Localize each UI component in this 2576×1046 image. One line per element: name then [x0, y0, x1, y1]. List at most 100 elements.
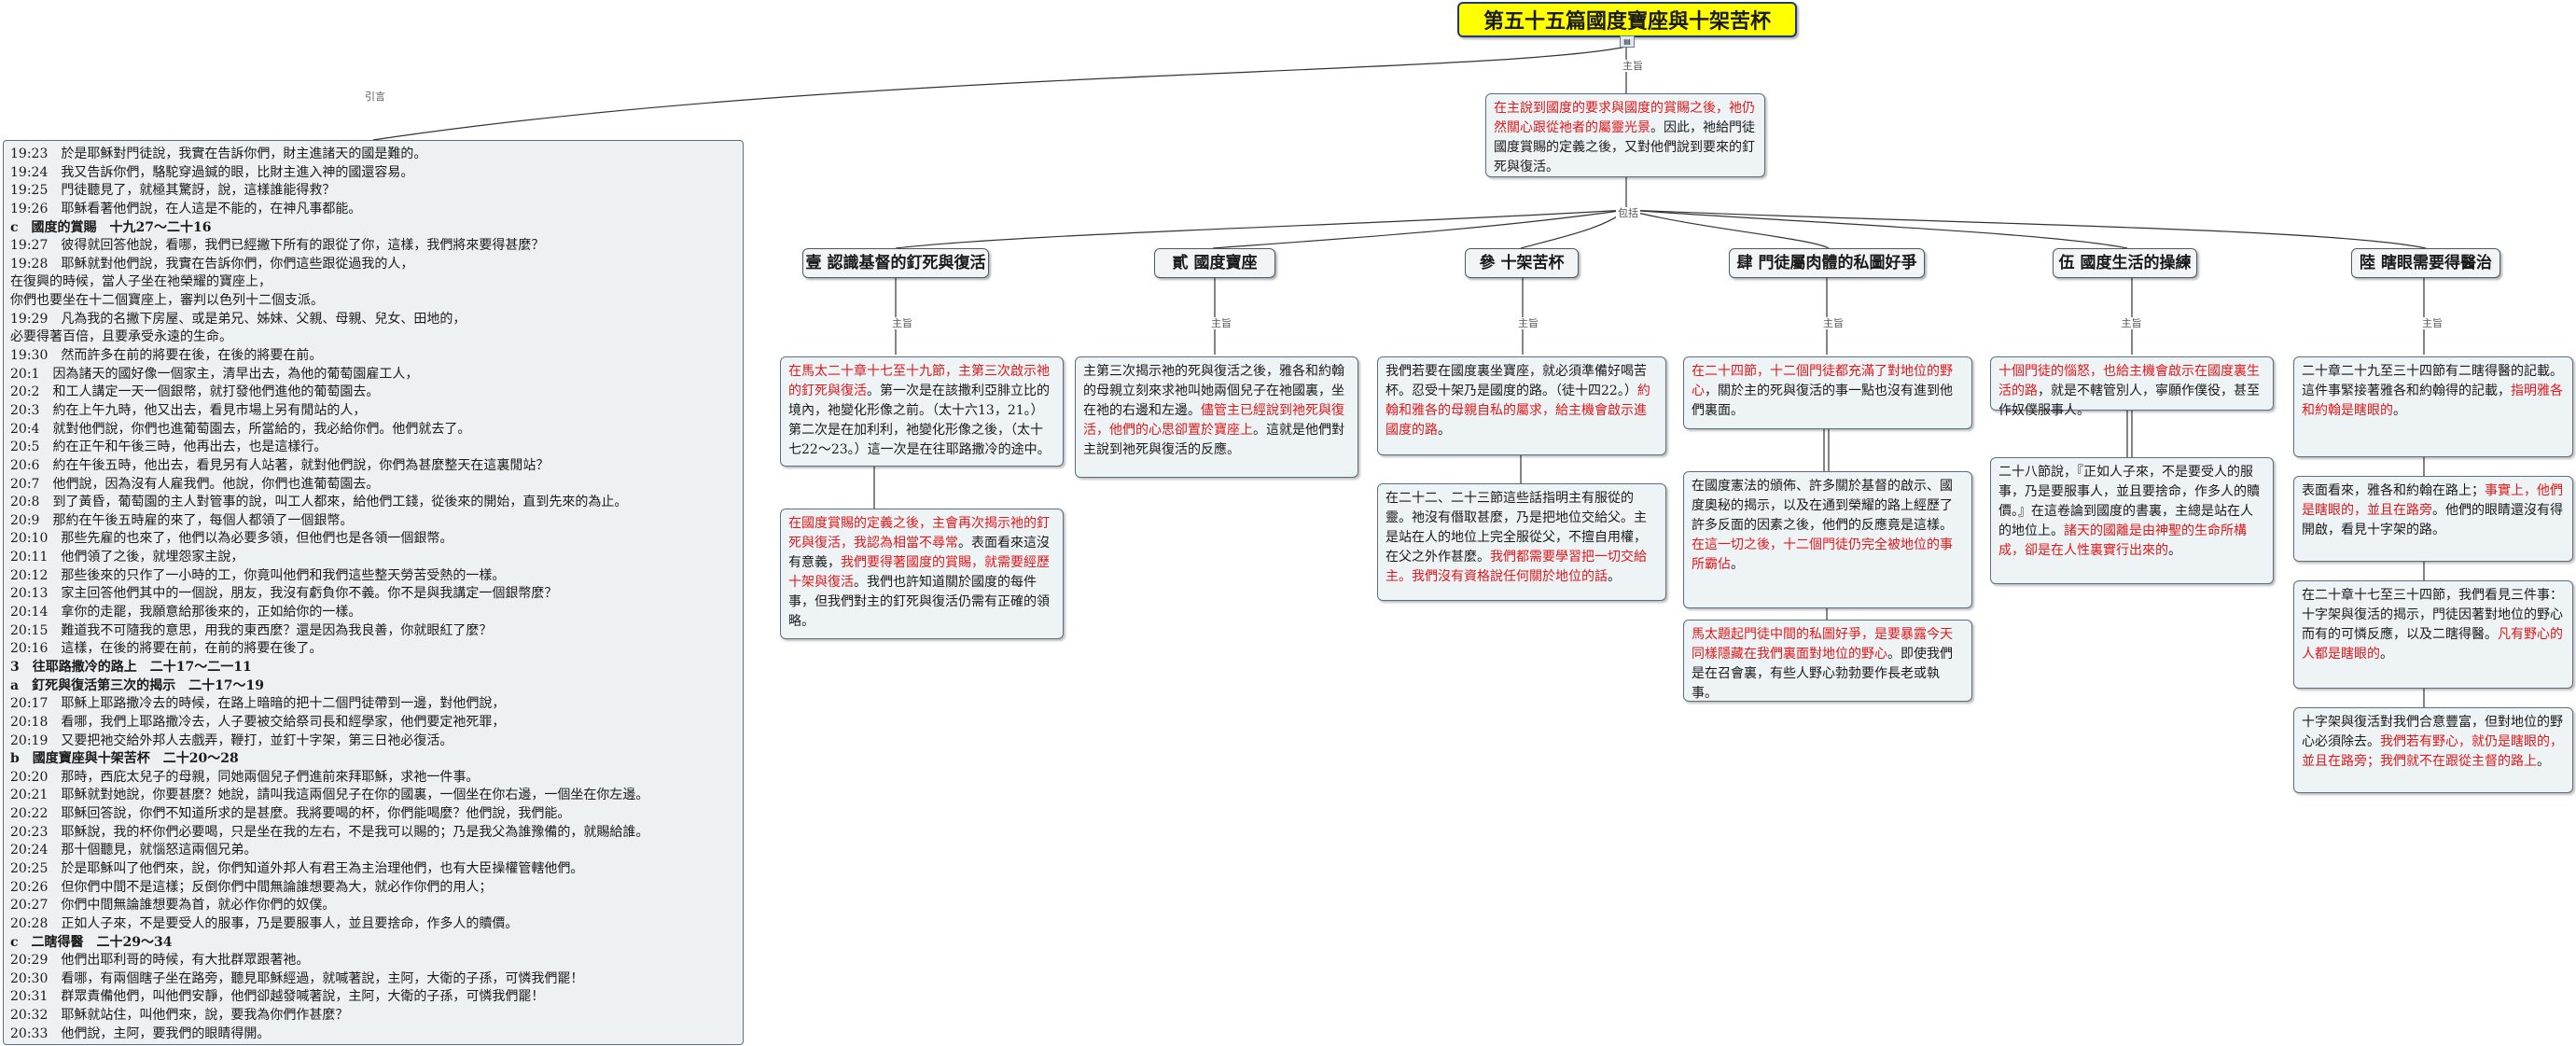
main-label: 主旨: [1209, 317, 1233, 329]
root-title[interactable]: 第五十五篇國度寶座與十架苦杯: [1457, 2, 1797, 37]
verse-heading: c 國度的賞賜 十九27～二十16: [10, 219, 212, 235]
note-text: 。: [2393, 403, 2406, 418]
verse-line: 你們也要坐在十二個寶座上，審判以色列十二個支派。: [10, 293, 324, 309]
verse-line: 20:18 看哪，我們上耶路撒冷去，人子要被交給祭司長和經學家，他們要定祂死罪，: [10, 714, 506, 730]
note-text: 二十章二十九至三十四節有二瞎得醫的記載。這件事緊接著雅各和約翰得的記載，: [2302, 364, 2563, 398]
verse-line: 20:6 約在午後五時，他出去，看見另有人站著，就對他們說，你們為甚麼整天在這裏…: [10, 457, 550, 473]
verse-line: 19:23 於是耶穌對門徒說，我實在告訴你們，財主進諸天的國是難的。: [10, 146, 427, 161]
verse-line: 19:25 門徒聽見了，就極其驚訝，說，這樣誰能得救？: [10, 183, 336, 199]
branch-3-note-1[interactable]: 我們若要在國度裏坐寶座，就必須準備好喝苦杯。忍受十架乃是國度的路。（徒十四22。…: [1377, 356, 1666, 455]
main-label: 主旨: [890, 317, 914, 329]
note-text: ，就是不轄管別人，寧願作僕役，甚至作奴僕服事人。: [1998, 384, 2260, 418]
note-text: 在二十二、二十三節這些話指明主有服從的靈。祂沒有僭取甚麼，乃是把地位交給父。主是…: [1385, 491, 1647, 565]
branch-title-2[interactable]: 貳 國度寶座: [1154, 248, 1275, 278]
verse-line: 20:3 約在上午九時，他又出去，看見市場上另有閒站的人，: [10, 402, 367, 418]
main-label: 主旨: [1516, 317, 1540, 329]
branch-title-3[interactable]: 參 十架苦杯: [1465, 248, 1579, 278]
branch-title-4[interactable]: 肆 門徒屬肉體的私圖好爭: [1729, 248, 1925, 278]
branch-6-note-1[interactable]: 二十章二十九至三十四節有二瞎得醫的記載。這件事緊接著雅各和約翰得的記載，指明雅各…: [2293, 356, 2573, 457]
verse-line: 19:27 彼得就回答他說，看哪，我們已經撇下所有的跟從了你，這樣，我們將來要得…: [10, 238, 545, 254]
verse-line: 19:30 然而許多在前的將要在後，在後的將要在前。: [10, 348, 323, 364]
verse-line: 19:29 凡為我的名撇下房屋、或是弟兄、姊妹、父親、母親、兒女、田地的，: [10, 311, 466, 327]
verse-line: 20:8 到了黃昏，葡萄園的主人對管事的說，叫工人都來，給他們工錢，從後來的開始…: [10, 495, 628, 510]
branch-3-note-2[interactable]: 在二十二、二十三節這些話指明主有服從的靈。祂沒有僭取甚麼，乃是把地位交給父。主是…: [1377, 483, 1666, 601]
verse-line: 20:22 耶穌回答說，你們不知道所求的是甚麼。我將要喝的杯，你們能喝麼？他們說…: [10, 806, 571, 822]
verse-heading: b 國度寶座與十架苦杯 二十20～28: [10, 751, 239, 767]
branch-2-note-1[interactable]: 主第三次揭示祂的死與復活之後，雅各和約翰的母親立刻來求祂叫她兩個兒子在祂國裏，坐…: [1075, 356, 1358, 478]
branch-4-note-2[interactable]: 在國度憲法的頒佈、許多關於基督的啟示、國度奧秘的揭示，以及在通到榮耀的路上經歷了…: [1683, 471, 1972, 608]
branch-4-note-3[interactable]: 馬太題起門徒中間的私圖好爭，是要暴露今天同樣隱藏在我們裏面對地位的野心。即使我們…: [1683, 620, 1972, 702]
verse-line: 20:21 耶穌就對她說，你要甚麼？她說，請叫我這兩個兒子在你的國裏，一個坐在你…: [10, 788, 649, 803]
note-text: 。表面看來這沒有意義，: [788, 536, 1050, 570]
verse-line: 20:30 看哪，有兩個瞎子坐在路旁，聽見耶穌經過，就喊著說，主阿，大衛的子孫，…: [10, 970, 584, 986]
note-text: 二十八節說，『正如人子來，不是要受人的服事，乃是要服事人，並且要捨命，作多人的贖…: [1998, 465, 2260, 538]
note-text: 。: [2380, 647, 2393, 662]
note-text: 。: [1731, 557, 1744, 572]
verse-line: 在復興的時候，當人子坐在祂榮耀的寶座上，: [10, 274, 272, 290]
note-text: 。我們也許知道關於國度的每件事，但我們對主的釘死與復活仍需有正確的領略。: [788, 575, 1050, 629]
verse-line: 20:28 正如人子來，不是要受人的服事，乃是要服事人，並且要捨命，作多人的贖價…: [10, 915, 519, 931]
verse-line: 20:32 耶穌就站住，叫他們來，說，要我為你們作甚麼？: [10, 1008, 349, 1024]
highlight-text: 在二十四節，十二個門徒都充滿了對地位的野心: [1692, 364, 1953, 398]
branch-6-note-2[interactable]: 表面看來，雅各和約翰在路上；事實上，他們是瞎眼的，並且在路旁。他們的眼睛還沒有得…: [2293, 476, 2573, 562]
verse-heading: 3 往耶路撒冷的路上 二十17～二一11: [10, 659, 252, 675]
verse-line: 20:24 那十個聽見，就惱怒這兩個兄弟。: [10, 843, 258, 858]
scripture-verses-box[interactable]: 19:23 於是耶穌對門徒說，我實在告訴你們，財主進諸天的國是難的。19:24 …: [3, 140, 744, 1045]
branch-title-6[interactable]: 陸 瞎眼需要得醫治: [2351, 248, 2500, 278]
note-text: 主第三次揭示祂的死與復活之後，雅各和約翰的母親立刻來求祂叫她兩個兒子在祂國裏，坐…: [1083, 364, 1344, 418]
topic-summary-box[interactable]: 在主說到國度的要求與國度的賞賜之後，祂仍然關心跟從祂者的屬靈光景。因此，祂給門徒…: [1485, 93, 1765, 177]
verse-line: 20:7 他們說，因為沒有人雇我們。他說，你們也進葡萄園去。: [10, 476, 380, 492]
branch-4-note-1[interactable]: 在二十四節，十二個門徒都充滿了對地位的野心，關於主的死與復活的事一點也沒有進到他…: [1683, 356, 1972, 429]
verse-line: 19:28 耶穌就對他們說，我實在告訴你們，你們這些跟從過我的人，: [10, 256, 414, 272]
note-text: 。這就是他們對主說到祂死與復活的反應。: [1083, 423, 1344, 457]
highlight-text: 諸天的國離是由神聖的生命所構成，卻是在人性裏實行出來的: [1998, 523, 2247, 558]
note-text: 在二十章十七至三十四節，我們看見三件事：十字架與復活的揭示，門徒因著對地位的野心…: [2302, 588, 2563, 642]
main-label: 主旨: [2420, 317, 2444, 329]
verse-line: 20:20 那時，西庇太兒子的母親，同她兩個兒子們進前來拜耶穌，求祂一件事。: [10, 769, 480, 785]
branch-1-note-2[interactable]: 在國度賞賜的定義之後，主會再次揭示祂的釘死與復活，我認為相當不尋常。表面看來這沒…: [780, 509, 1064, 639]
highlight-text: 指明雅各和約翰是瞎眼的: [2302, 384, 2563, 418]
branch-6-note-4[interactable]: 十字架與復活對我們合意豐富，但對地位的野心必須除去。我們若有野心，就仍是瞎眼的，…: [2293, 707, 2573, 793]
highlight-text: 凡有野心的人都是瞎眼的: [2302, 627, 2563, 662]
verse-line: 20:9 那約在午後五時雇的來了，每個人都領了一個銀幣。: [10, 512, 354, 528]
branch-5-note-2[interactable]: 二十八節說，『正如人子來，不是要受人的服事，乃是要服事人，並且要捨命，作多人的贖…: [1990, 457, 2274, 584]
note-text: 在國度憲法的頒佈、許多關於基督的啟示、國度奧秘的揭示，以及在通到榮耀的路上經歷了…: [1692, 479, 1953, 533]
highlight-text: 在國度賞賜的定義之後，主會再次揭示祂的釘死與復活，我認為相當不尋常: [788, 516, 1050, 551]
verse-line: 20:33 他們說，主阿，要我們的眼睛得開。: [10, 1025, 271, 1041]
verse-heading: c 二瞎得醫 二十29～34: [10, 934, 173, 950]
contains-label: 包括: [1616, 207, 1640, 219]
topic-label: 主旨: [1621, 60, 1645, 72]
note-text: ，關於主的死與復活的事一點也沒有進到他們裏面。: [1692, 384, 1953, 418]
highlight-text: 我們要得著國度的賞賜，就需要經歷十架與復活: [788, 555, 1050, 590]
highlight-text: 十個門徒的惱怒，也給主機會啟示在國度裏生活的路: [1998, 364, 2260, 398]
verse-line: 19:26 耶穌看著他們說，在人這是不能的，在神凡事都能。: [10, 201, 362, 216]
verse-line: 20:26 但你們中間不是這樣；反倒你們中間無論誰想要為大，就必作你們的用人；: [10, 879, 493, 895]
verse-line: 20:12 那些後來的只作了一小時的工，你竟叫他們和我們這些整天勞苦受熱的一樣。: [10, 567, 506, 583]
branch-title-5[interactable]: 伍 國度生活的操練: [2053, 248, 2197, 278]
branch-6-note-3[interactable]: 在二十章十七至三十四節，我們看見三件事：十字架與復活的揭示，門徒因著對地位的野心…: [2293, 580, 2573, 689]
branch-1-note-1[interactable]: 在馬太二十章十七至十九節，主第三次啟示祂的釘死與復活。第一次是在該撒利亞腓立比的…: [780, 356, 1064, 467]
note-text: 。: [2537, 754, 2550, 769]
highlight-text: 儘管主已經說到祂死與復活，他們的心思卻置於寶座上: [1083, 403, 1344, 438]
verse-line: 20:15 難道我不可隨我的意思，用我的東西麼？還是因為我良善，你就眼紅了麼？: [10, 622, 493, 638]
branch-title-1[interactable]: 壹 認識基督的釘死與復活: [802, 248, 989, 278]
highlight-text: 我們都需要學習把一切交給主。我們沒有資格說任何關於地位的話: [1385, 550, 1647, 584]
verse-line: 20:31 群眾責備他們，叫他們安靜，他們卻越發喊著說，主阿，大衛的子孫，可憐我…: [10, 989, 545, 1005]
branch-5-note-1[interactable]: 十個門徒的惱怒，也給主機會啟示在國度裏生活的路，就是不轄管別人，寧願作僕役，甚至…: [1990, 356, 2274, 418]
note-text: 。第一次是在該撒利亞腓立比的境內，祂變化形像之前。（太十六13，21。）第二次是…: [788, 384, 1051, 457]
verse-line: 20:27 你們中間無論誰想要為首，就必作你們的奴僕。: [10, 898, 336, 914]
verse-line: 20:1 因為諸天的國好像一個家主，清早出去，為他的葡萄園雇工人，: [10, 366, 419, 382]
highlight-text: 在馬太二十章十七至十九節，主第三次啟示祂的釘死與復活: [788, 364, 1050, 398]
note-text: 。即使我們是在召會裏，有些人野心勃勃要作長老或執事。: [1692, 647, 1953, 701]
verse-line: 20:23 耶穌說，我的杯你們必要喝，只是坐在我的左右，不是我可以賜的；乃是我父…: [10, 824, 649, 840]
verse-line: 20:25 於是耶穌叫了他們來，說，你們知道外邦人有君王為主治理他們，也有大臣操…: [10, 860, 584, 876]
highlight-text: 在主說到國度的要求與國度的賞賜之後，: [1494, 101, 1729, 116]
verse-line: 20:10 那些先雇的也來了，他們以為必要多領，但他們也是各領一個銀幣。: [10, 531, 453, 547]
note-text: 。: [2168, 543, 2181, 558]
highlight-text: 馬太題起門徒中間的私圖好爭，是要暴露今天同樣隱藏在我們裏面對地位的野心: [1692, 627, 1953, 662]
verse-line: 20:11 他們領了之後，就埋怨家主說，: [10, 550, 244, 565]
intro-label: 引言: [363, 91, 387, 103]
verse-line: 20:34 耶穌就動了慈心，把他們的眼睛一摸，他們立刻看見，就跟從了耶穌。: [10, 1043, 736, 1044]
verse-line: 20:2 和工人講定一天一個銀幣，就打發他們進他的葡萄園去。: [10, 384, 380, 400]
